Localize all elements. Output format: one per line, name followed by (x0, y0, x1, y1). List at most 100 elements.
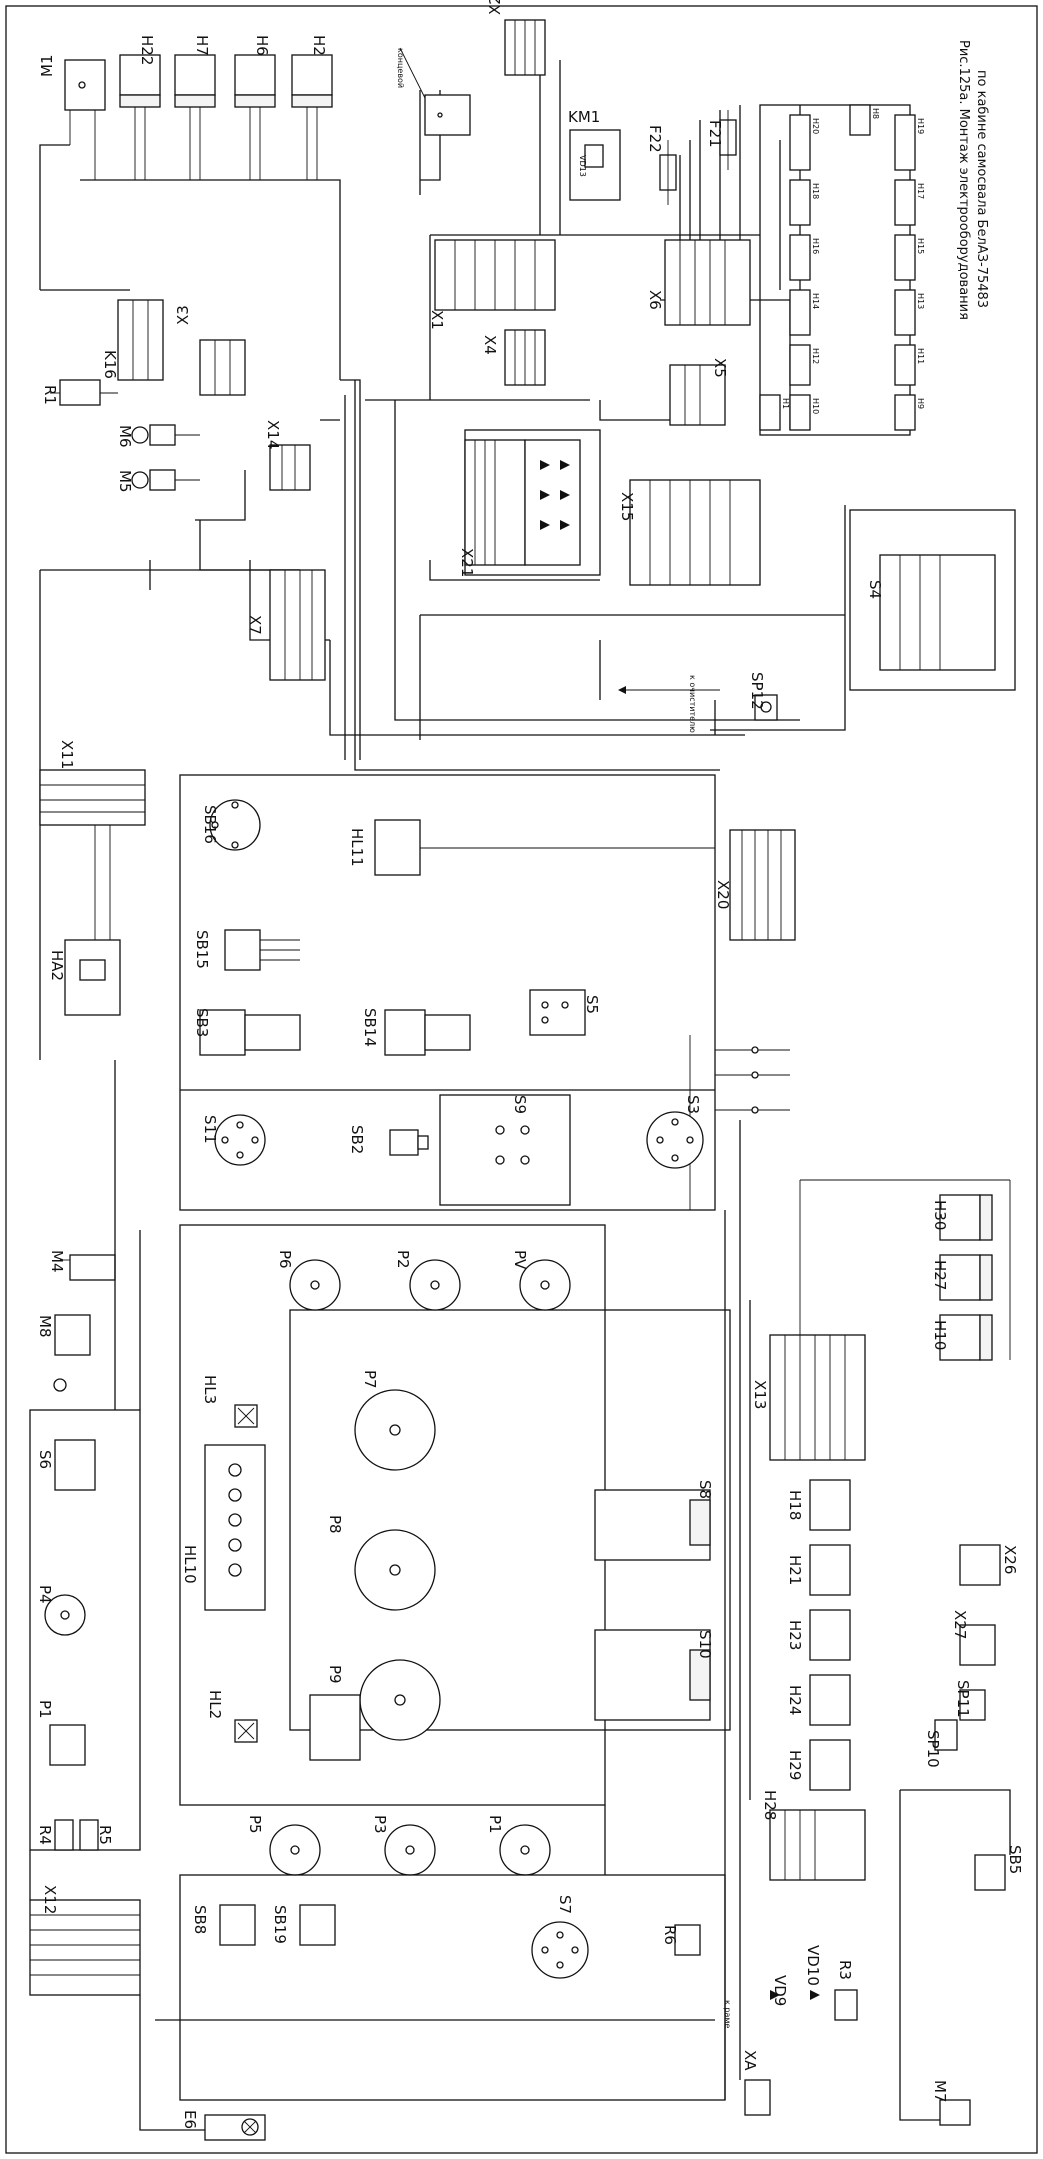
button-sb14: SB14 (361, 1008, 471, 1056)
label-h6: H6 (253, 35, 271, 56)
label-r6: R6 (661, 1925, 679, 1945)
diode-block-x21: X21 (458, 429, 601, 577)
label-h2: H2 (310, 35, 328, 56)
label-m7: M7 (931, 2080, 949, 2103)
label-x1: X1 (428, 310, 446, 330)
svg-text:H17: H17 (916, 183, 925, 199)
label-k16: K16 (101, 350, 119, 379)
relay-km1: KM1 VD13 (568, 108, 621, 201)
button-sb5: SB5 (974, 1845, 1024, 1891)
label-s8: S8 (696, 1480, 714, 1499)
label-x14: X14 (264, 420, 282, 449)
relay-block-top-right: H20 H19 H18 H17 H16 H15 H14 H13 (759, 104, 925, 436)
pressure-switch-sp12: SP12 к очистителю (618, 672, 778, 733)
label-x11: X11 (58, 740, 76, 769)
switch-s7: S7 (531, 1895, 589, 1979)
connector-x13: X13 (751, 1334, 866, 1461)
svg-text:H19: H19 (916, 118, 925, 134)
label-p4: P4 (36, 1585, 54, 1604)
label-p9: P9 (326, 1665, 344, 1684)
label-x2: X2 (486, 0, 504, 15)
label-s9: S9 (511, 1095, 529, 1114)
label-sp12: SP12 (748, 672, 766, 710)
caption-line-2: по кабине самосвала БелАЗ-75483 (974, 70, 989, 308)
label-h7: H7 (193, 35, 211, 56)
relay-h13: H13 (894, 289, 925, 336)
fuses-f21-f22: F22 F21 (646, 110, 737, 205)
label-x5: X5 (711, 358, 729, 378)
drawing-frame (5, 5, 1038, 2154)
label-r1: R1 (41, 385, 59, 405)
connector-x2: X2 (486, 0, 546, 76)
svg-text:H12: H12 (811, 348, 820, 364)
lamp-h6: H6 (234, 35, 276, 180)
label-h30: H30 (931, 1200, 949, 1230)
label-r4: R4 (36, 1825, 54, 1845)
button-sb2: SB2 (348, 1125, 429, 1156)
lamp-h24: H24 (786, 1674, 851, 1726)
label-m4: M4 (48, 1250, 66, 1273)
label-vd13: VD13 (578, 155, 587, 177)
label-sb5: SB5 (1006, 1845, 1024, 1874)
lamp-h10-mid: H10 (931, 1314, 993, 1361)
motor-m1: M1 (38, 55, 106, 180)
label-to-wiper: к очистителю (688, 675, 697, 733)
label-m8: M8 (36, 1315, 54, 1338)
lamp-h22: H22 (119, 35, 161, 180)
connector-xa: XA к раме (723, 2000, 771, 2116)
figure-caption: Рис.125а. Монтаж электрооборудования по … (956, 40, 989, 320)
label-p3: P3 (371, 1815, 389, 1834)
svg-text:H23: H23 (786, 1620, 804, 1650)
connector-x15: X15 (618, 479, 761, 586)
label-f21: F21 (706, 120, 724, 148)
label-to-frame: к раме (723, 2000, 732, 2028)
svg-text:H21: H21 (786, 1555, 804, 1585)
limit-switch-block: концевой (396, 47, 471, 136)
relay-h14: H14 (789, 289, 820, 336)
label-h22: H22 (138, 35, 156, 65)
switch-s5: S5 (529, 989, 691, 1210)
relay-h9: H9 (894, 394, 925, 431)
lamp-hl3: HL3 (201, 1375, 258, 1428)
connector-x6: X6 (646, 239, 751, 326)
relay-h15: H15 (894, 234, 925, 281)
motor-m7: M7 (931, 2080, 971, 2126)
connector-x14: X14 (264, 420, 311, 491)
relay-h11: H11 (894, 344, 925, 386)
gauge-p5: P5 (246, 1815, 321, 1876)
svg-text:H9: H9 (916, 398, 925, 409)
connector-x11: X11 (39, 740, 146, 826)
label-m6: M6 (116, 425, 134, 448)
connector-x5: X5 (669, 358, 729, 426)
label-s3: S3 (684, 1095, 702, 1114)
lower-wiring (29, 1060, 1011, 2131)
lamp-h29: H29 (786, 1739, 851, 1791)
label-sp10: SP10 (924, 1730, 942, 1768)
lamp-h2: H2 (291, 35, 333, 180)
label-x26: X26 (1001, 1545, 1019, 1574)
svg-text:H18: H18 (811, 183, 820, 199)
label-r5: R5 (96, 1825, 114, 1845)
label-hl3: HL3 (201, 1375, 219, 1404)
label-hl2: HL2 (206, 1690, 224, 1719)
label-h28: H28 (761, 1790, 779, 1820)
label-p7: P7 (361, 1370, 379, 1389)
resistor-r6: R6 (661, 1924, 701, 1956)
svg-text:H13: H13 (916, 293, 925, 309)
lamp-h27: H27 (931, 1254, 993, 1301)
lamp-e6: E6 (181, 2110, 266, 2141)
relay-h10: H10 (789, 394, 820, 431)
relay-h8: H8 (849, 104, 880, 136)
label-ha2: HA2 (48, 950, 66, 981)
lamp-h21: H21 (786, 1544, 851, 1596)
panel-middle (179, 774, 716, 1211)
label-m5: M5 (116, 470, 134, 493)
pressure-switch-sp10: SP10 (924, 1719, 958, 1768)
svg-text:H24: H24 (786, 1685, 804, 1715)
relay-h28: H28 (761, 1790, 866, 1881)
connector-x3: X3 (174, 305, 246, 396)
label-koncevoy: концевой (396, 48, 405, 88)
label-km1: KM1 (568, 108, 600, 126)
relay-h20: H20 (789, 114, 820, 171)
